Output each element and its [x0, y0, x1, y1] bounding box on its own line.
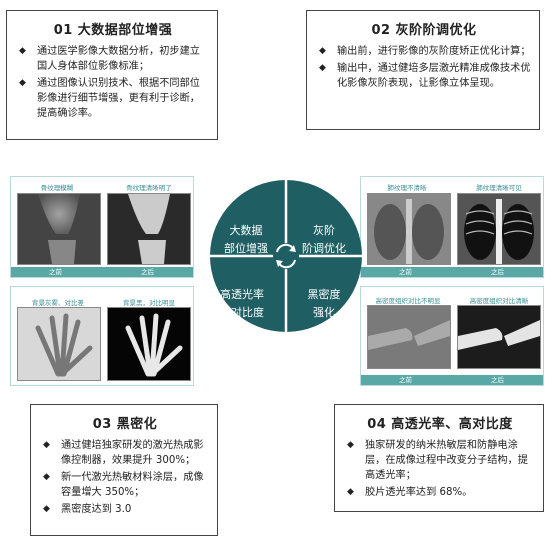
diamond-bullet-icon: ◆	[43, 472, 50, 482]
xray-chest-before	[367, 193, 451, 265]
label-before: 之前	[399, 376, 412, 384]
chest-xray-image	[368, 194, 450, 264]
feature-2-item: ◆输出中，通过健培多层激光精准成像技术优化影像灰阶表现，让影像立体呈现。	[319, 63, 531, 89]
caption-before: 高密度组织对比不明显	[375, 297, 441, 305]
caption-after: 高密度组织对比清晰	[469, 297, 529, 305]
knee-xray-image	[18, 194, 100, 264]
knee-xray-image	[108, 194, 190, 264]
caption-after: 背景黑，对比明显	[123, 299, 175, 307]
hub-label-q4: 黑密度强化	[307, 288, 341, 319]
diamond-bullet-icon: ◆	[19, 78, 26, 88]
hub-circle	[210, 180, 362, 332]
xray-knee-after	[107, 193, 191, 265]
xray-knee-before	[17, 193, 101, 265]
hand-xray-image	[108, 308, 190, 380]
xray-joint-after	[457, 305, 541, 369]
feature-3-item: ◆黑密度达到 3.0	[43, 504, 132, 515]
feature-2-item: ◆输出前，进行影像的灰阶度矫正优化计算；	[319, 46, 531, 57]
label-after: 之后	[491, 376, 504, 384]
feature-1-title: 01 大数据部位增强	[53, 23, 173, 38]
feature-3-title: 03 黑密化	[92, 417, 158, 432]
before-after-bar: 之前 之后	[361, 375, 543, 385]
label-after: 之后	[141, 268, 154, 276]
diamond-bullet-icon: ◆	[347, 487, 354, 497]
diamond-bullet-icon: ◆	[43, 504, 50, 514]
feature-hub: 大数据部位增强 灰阶阶调优化 高透光率高对比度 黑密度强化	[208, 178, 364, 334]
hub-label-q3: 高透光率高对比度	[220, 288, 264, 319]
feature-box-4: 04 高透光率、高对比度 ◆独家研发的纳米热敏层和防静电涂层，在成像过程中改变分…	[334, 404, 544, 512]
caption-before: 肺纹理不清晰	[387, 184, 427, 192]
feature-4-title: 04 高透光率、高对比度	[367, 417, 513, 432]
feature-3-item: ◆通过健培独家研发的激光热成影像控制器，效果提升 300%；	[43, 440, 204, 466]
feature-2-title: 02 灰阶阶调优化	[371, 23, 477, 38]
diamond-bullet-icon: ◆	[347, 440, 354, 450]
label-after: 之后	[491, 268, 504, 276]
caption-after: 骨纹理清晰明了	[126, 184, 172, 192]
feature-1-item: ◆通过图像认识别技术、根据不同部位影像进行细节增强，更有利于诊断，提高确诊率。	[19, 78, 200, 119]
xray-chest-after	[457, 193, 541, 265]
comparison-panel-chest: 肺纹理不清晰 肺纹理清晰可见 之前 之后	[360, 176, 544, 278]
comparison-panel-joint: 高密度组织对比不明显 高密度组织对比清晰 之前 之后	[360, 286, 544, 386]
joint-xray-image	[368, 306, 450, 368]
joint-xray-image	[458, 306, 540, 368]
caption-after: 肺纹理清晰可见	[476, 184, 522, 192]
diamond-bullet-icon: ◆	[19, 46, 26, 56]
feature-1-item: ◆通过医学影像大数据分析，初步建立国人身体部位影像标准；	[19, 46, 200, 72]
before-after-bar: 之前 之后	[11, 267, 193, 277]
xray-joint-before	[367, 305, 451, 369]
feature-4-item: ◆独家研发的纳米热敏层和防静电涂层，在成像过程中改变分子结构，提高透光率；	[347, 440, 528, 481]
diamond-bullet-icon: ◆	[43, 440, 50, 450]
diamond-bullet-icon: ◆	[319, 46, 326, 56]
feature-box-1: 01 大数据部位增强 ◆通过医学影像大数据分析，初步建立国人身体部位影像标准； …	[6, 10, 218, 140]
xray-hand-before	[17, 307, 101, 381]
comparison-panel-hand: 背景灰雾、对比差 背景黑，对比明显	[10, 286, 194, 386]
chest-xray-image	[458, 194, 540, 264]
feature-3-item: ◆新一代激光热敏材料涂层，成像容量增大 350%；	[43, 472, 204, 498]
feature-box-2: 02 灰阶阶调优化 ◆输出前，进行影像的灰阶度矫正优化计算； ◆输出中，通过健培…	[306, 10, 540, 130]
hub-label-q2: 灰阶阶调优化	[302, 224, 346, 255]
hand-xray-image	[18, 308, 100, 380]
feature-box-3: 03 黑密化 ◆通过健培独家研发的激光热成影像控制器，效果提升 300%； ◆新…	[30, 404, 218, 536]
hub-label-q1: 大数据部位增强	[224, 224, 268, 255]
xray-hand-after	[107, 307, 191, 381]
label-before: 之前	[399, 268, 412, 276]
before-after-bar: 之前 之后	[361, 267, 543, 277]
diamond-bullet-icon: ◆	[319, 63, 326, 73]
feature-4-item: ◆胶片透光率达到 68%。	[347, 487, 473, 498]
label-before: 之前	[49, 268, 62, 276]
caption-before: 背景灰雾、对比差	[32, 299, 84, 307]
caption-before: 骨纹理模糊	[40, 184, 74, 192]
comparison-panel-knee: 骨纹理模糊 骨纹理清晰明了 之前 之后	[10, 176, 194, 278]
